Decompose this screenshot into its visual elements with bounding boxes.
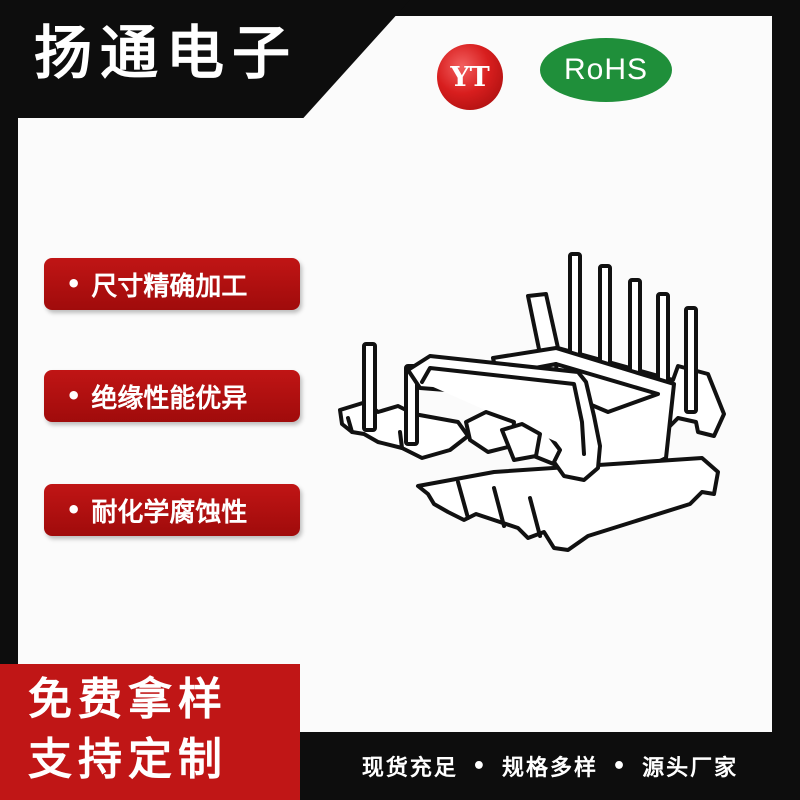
yt-logo-icon: YT [437,44,503,110]
frame-right [772,0,800,800]
feature-badge-insulation: • 绝缘性能优异 [44,370,300,422]
separator-dot-icon: • [612,753,629,779]
separator-dot-icon: • [471,753,488,779]
brand-title: 扬通电子 [34,19,299,87]
transformer-bobbin-icon [338,252,726,552]
promo-free-sample: 免费拿样 [28,674,228,725]
promo-panel [0,664,300,800]
feature-badge-precision: • 尺寸精确加工 [44,258,300,310]
rohs-badge: RoHS [540,38,672,102]
feature-label: 尺寸精确加工 [91,271,248,302]
bullet-icon: • [66,382,82,410]
feature-badge-chemical: • 耐化学腐蚀性 [44,484,300,536]
footer-item-factory: 源头厂家 [642,756,739,781]
footer-item-stock: 现货充足 [361,756,458,781]
feature-label: 耐化学腐蚀性 [91,497,248,528]
promo-customization: 支持定制 [28,734,228,785]
footer-bar: 现货充足 • 规格多样 • 源头厂家 [300,732,800,800]
footer-item-variety: 规格多样 [501,756,598,781]
frame-left [0,0,18,800]
bullet-icon: • [66,270,82,298]
feature-label: 绝缘性能优异 [91,383,248,414]
bullet-icon: • [66,496,82,524]
